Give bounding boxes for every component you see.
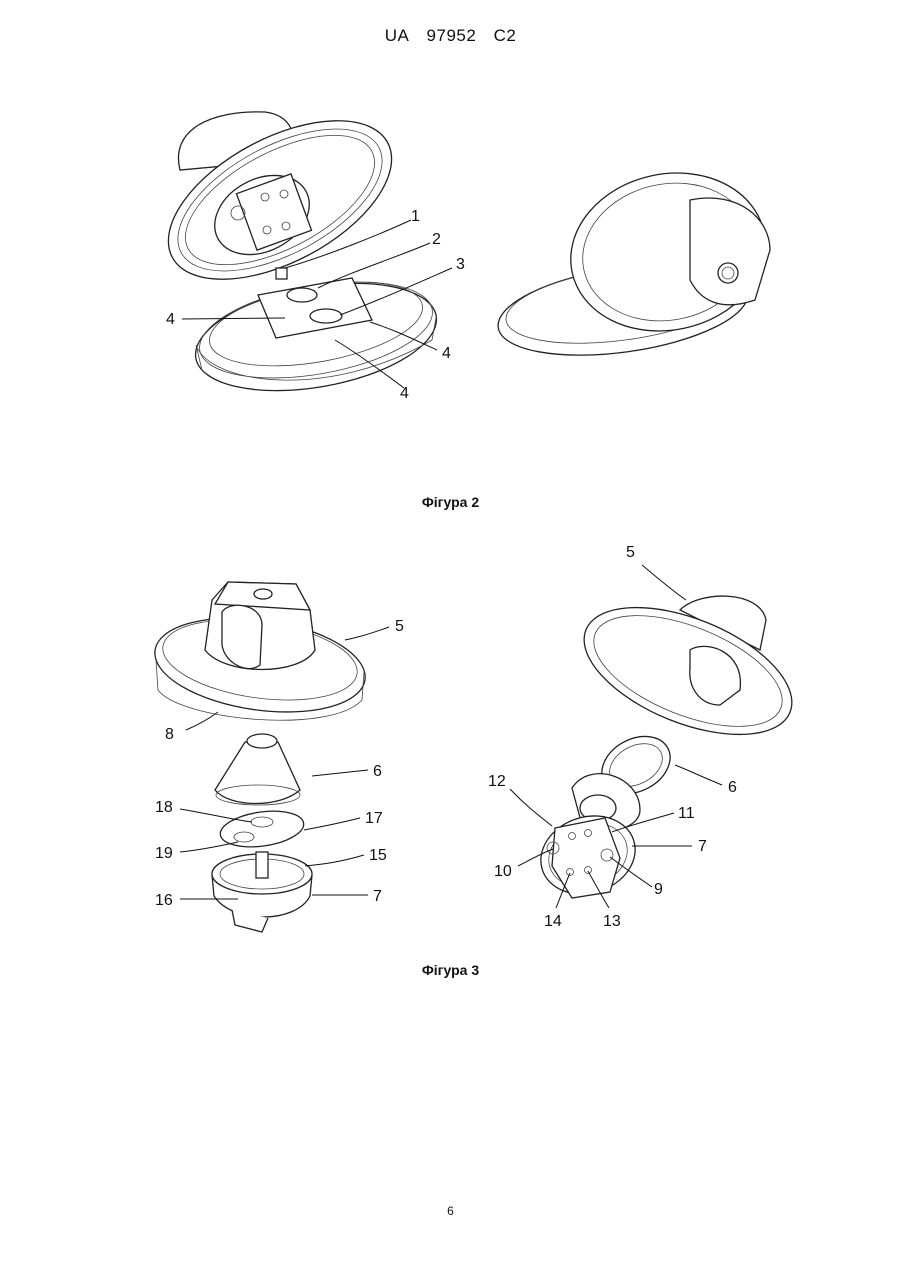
label-6-left: 6 — [373, 763, 382, 780]
label-4-right: 4 — [442, 345, 451, 362]
page-number: 6 — [0, 1204, 901, 1218]
label-4-left: 4 — [166, 311, 175, 328]
label-5-right: 5 — [626, 544, 635, 561]
figure-2-drawing: 1 2 3 4 4 4 — [0, 0, 901, 480]
figure-2-right-assembly — [492, 155, 780, 369]
label-18: 18 — [155, 799, 173, 816]
figure-3-right-exploded-view — [531, 582, 810, 906]
label-10: 10 — [494, 863, 512, 880]
label-15: 15 — [369, 847, 387, 864]
label-2: 2 — [432, 231, 441, 248]
label-17: 17 — [365, 810, 383, 827]
figure-3-caption: Фігура 3 — [0, 962, 901, 978]
label-4-bottom: 4 — [400, 385, 409, 402]
figure-2-caption: Фігура 2 — [0, 494, 901, 510]
label-11: 11 — [678, 805, 695, 822]
figure-3-drawing: 5 8 6 18 17 19 15 16 7 5 6 12 11 7 10 9 … — [0, 530, 901, 950]
label-7-left: 7 — [373, 888, 382, 905]
label-12: 12 — [488, 773, 506, 790]
label-13: 13 — [603, 913, 621, 930]
label-16: 16 — [155, 892, 173, 909]
label-1: 1 — [411, 208, 420, 225]
label-14: 14 — [544, 913, 562, 930]
label-7-right: 7 — [698, 838, 707, 855]
label-5-left: 5 — [395, 618, 404, 635]
label-8: 8 — [165, 726, 174, 743]
label-9: 9 — [654, 881, 663, 898]
figure-2-left-assembly — [143, 88, 445, 407]
label-6-right: 6 — [728, 779, 737, 796]
figure-3-left-exploded-view — [149, 582, 371, 932]
label-19: 19 — [155, 845, 173, 862]
label-3: 3 — [456, 256, 465, 273]
